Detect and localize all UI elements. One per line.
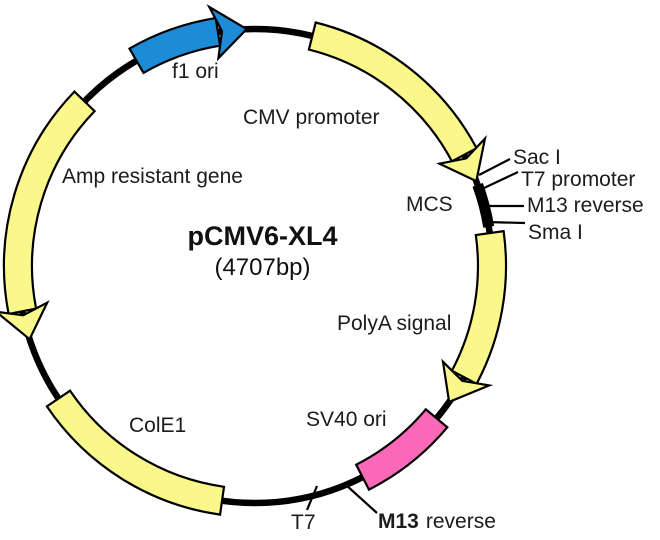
label-t7-bottom: T7 bbox=[291, 511, 316, 534]
label-sv40-ori: SV40 ori bbox=[306, 408, 387, 431]
feature-sv40-ori bbox=[354, 407, 449, 492]
plasmid-size: (4707bp) bbox=[214, 253, 311, 281]
feature-f1-ori-arrowhead bbox=[206, 4, 249, 62]
label-sma1: Sma I bbox=[528, 221, 583, 244]
feature-amp-resistant-gene-arrowhead bbox=[0, 300, 50, 341]
label-m13-reverse-bottom-rest: reverse bbox=[425, 510, 496, 533]
label-amp-gene: Amp resistant gene bbox=[62, 165, 243, 188]
label-m13-reverse-bottom: M13 reverse bbox=[378, 510, 496, 533]
feature-amp-resistant-gene bbox=[2, 90, 97, 316]
sma1-tick bbox=[485, 220, 526, 225]
label-sac1: Sac I bbox=[513, 146, 561, 169]
feature-cmv-promoter bbox=[307, 21, 479, 163]
label-mcs: MCS bbox=[406, 193, 453, 216]
t7-promoter-tick bbox=[483, 171, 519, 189]
t7-bottom-tick bbox=[305, 485, 319, 511]
feature-cmv-promoter-arrowhead bbox=[436, 134, 487, 183]
plasmid-name: pCMV6-XL4 bbox=[187, 221, 338, 251]
feature-mcs-region bbox=[472, 183, 495, 228]
feature-cole1 bbox=[45, 389, 226, 516]
label-m13-reverse-mcs: M13 reverse bbox=[527, 194, 644, 217]
label-cole1: ColE1 bbox=[129, 414, 187, 437]
label-polya-signal: PolyA signal bbox=[337, 312, 452, 335]
label-m13-reverse-bottom-bold: M13 bbox=[378, 510, 419, 533]
m13-bottom-tick bbox=[345, 484, 378, 514]
plasmid-title-block: pCMV6-XL4 (4707bp) bbox=[150, 221, 375, 281]
sac1-tick bbox=[478, 158, 511, 176]
label-f1-ori: f1 ori bbox=[172, 60, 219, 83]
feature-polya-signal-arrowhead bbox=[441, 358, 494, 404]
label-t7-promoter: T7 promoter bbox=[521, 168, 636, 191]
feature-polya-signal bbox=[450, 229, 508, 386]
label-cmv-promoter: CMV promoter bbox=[243, 106, 380, 129]
